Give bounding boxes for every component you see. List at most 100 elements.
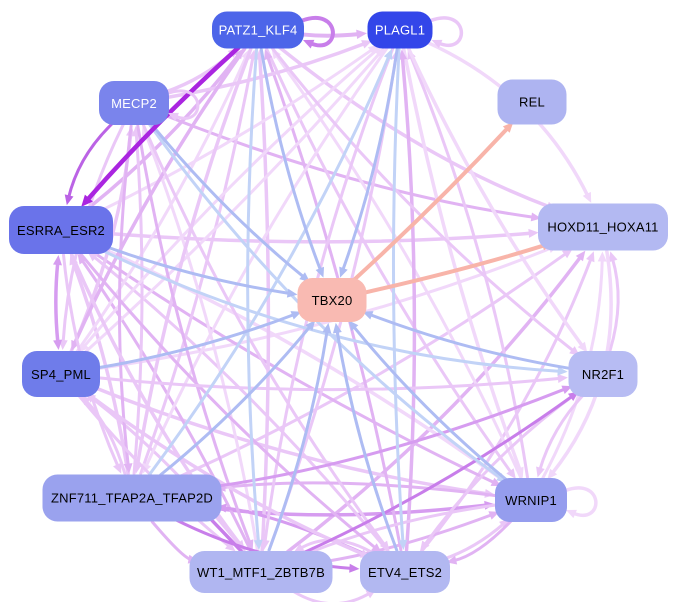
node-mecp2[interactable]: MECP2	[99, 81, 169, 125]
edge	[267, 328, 329, 552]
node-label: PLAGL1	[374, 22, 426, 38]
edge-arrowhead	[530, 212, 542, 222]
edge	[167, 41, 368, 99]
edge	[163, 113, 536, 219]
node-nr2f1[interactable]: NR2F1	[568, 351, 638, 397]
node-label: HOXD11_HOXA11	[547, 219, 659, 235]
edge	[148, 53, 391, 476]
node-etv4[interactable]: ETV4_ETS2	[360, 551, 450, 593]
edge	[98, 312, 297, 370]
edge	[86, 52, 242, 211]
edge-arrowhead	[362, 311, 374, 320]
node-rel[interactable]: REL	[497, 79, 567, 125]
edge-arrowhead	[264, 49, 273, 61]
edge	[98, 376, 563, 392]
edge-arrowhead	[123, 463, 133, 474]
edge	[81, 51, 382, 356]
edge	[406, 47, 585, 349]
edge-arrowhead	[398, 539, 408, 551]
edge	[139, 54, 255, 476]
edge	[211, 387, 568, 489]
edge	[257, 54, 271, 552]
edge	[299, 394, 575, 556]
edge	[159, 324, 313, 477]
edge	[274, 52, 523, 480]
edge	[351, 324, 511, 484]
edge	[177, 251, 569, 479]
edge-arrowhead	[536, 466, 545, 478]
edge-arrowhead	[64, 194, 74, 206]
edge	[400, 54, 417, 552]
edge	[246, 47, 261, 545]
node-esrra[interactable]: ESRRA_ESR2	[9, 206, 113, 254]
edge-arrowhead	[53, 339, 63, 351]
edge	[141, 123, 387, 548]
edge	[149, 121, 306, 280]
edge-arrowhead	[398, 49, 408, 60]
edge	[391, 47, 405, 545]
edge-arrowhead	[597, 251, 607, 262]
edge	[301, 32, 362, 38]
edge	[427, 16, 464, 47]
edge	[608, 256, 620, 352]
edge	[89, 249, 497, 485]
node-label: PATZ1_KLF4	[218, 22, 298, 38]
edge	[335, 328, 399, 552]
node-label: SP4_PML	[31, 366, 91, 382]
edge	[292, 590, 372, 602]
edge-arrowhead	[528, 228, 539, 238]
node-wt1[interactable]: WT1_MTF1_ZBTB7B	[189, 551, 333, 593]
edge-arrowhead	[315, 266, 325, 278]
edge-arrowhead	[383, 48, 393, 60]
node-label: WRNIP1	[505, 492, 557, 508]
node-tbx20[interactable]: TBX20	[297, 278, 367, 322]
edge	[265, 47, 514, 475]
edge	[150, 520, 193, 562]
node-sp4[interactable]: SP4_PML	[22, 351, 100, 397]
edge-arrowhead	[557, 366, 568, 376]
node-label: NR2F1	[581, 366, 625, 382]
node-wrnip1[interactable]: WRNIP1	[495, 478, 567, 522]
edge	[259, 47, 323, 273]
node-patz1[interactable]: PATZ1_KLF4	[212, 11, 304, 49]
node-label: ZNF711_TFAP2A_TFAP2D	[51, 490, 213, 506]
node-label: REL	[519, 94, 545, 110]
edge	[78, 251, 378, 551]
edge	[84, 390, 366, 557]
edge	[441, 521, 506, 561]
edge	[402, 47, 523, 473]
edge	[451, 518, 514, 563]
edge	[363, 242, 548, 295]
edge	[96, 246, 563, 373]
edge	[538, 392, 586, 473]
node-label: ESRRA_ESR2	[17, 222, 105, 238]
edge	[101, 243, 293, 296]
edge	[54, 260, 60, 345]
node-hoxd11[interactable]: HOXD11_HOXA11	[538, 203, 668, 251]
node-znf711[interactable]: ZNF711_TFAP2A_TFAP2D	[42, 474, 222, 522]
edge-arrowhead	[322, 322, 332, 334]
edge	[66, 120, 116, 200]
edge	[220, 481, 497, 497]
node-plagl1[interactable]: PLAGL1	[367, 11, 433, 49]
edge-arrowhead	[244, 539, 254, 551]
edge-arrowhead	[349, 563, 360, 573]
edge	[164, 89, 200, 120]
edge-arrowhead	[260, 539, 270, 551]
edge-arrowhead	[286, 288, 298, 298]
edge	[350, 125, 511, 284]
edge-arrowhead	[113, 462, 122, 474]
edge	[309, 503, 497, 554]
node-label: WT1_MTF1_ZBTB7B	[197, 564, 325, 580]
edge	[367, 312, 571, 370]
node-label: MECP2	[111, 95, 157, 111]
edge	[111, 231, 534, 244]
edge	[75, 54, 249, 354]
node-label: ETV4_ETS2	[367, 564, 443, 580]
edge	[562, 486, 598, 517]
edge-arrowhead	[253, 539, 263, 551]
node-label: TBX20	[311, 292, 353, 308]
